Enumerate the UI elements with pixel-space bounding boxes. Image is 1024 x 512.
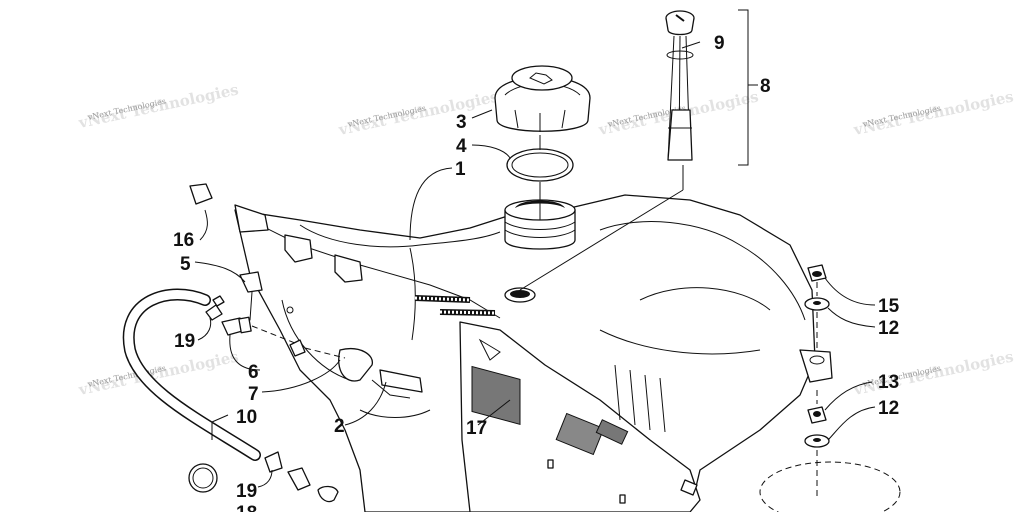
callout-12: 12 [878,318,899,339]
callout-6: 6 [248,362,259,383]
watermark: vNext Technologies vNext Technologies [851,347,1015,399]
lower-fittings [188,451,339,503]
watermark: vNext Technologies vNext Technologies [851,87,1015,139]
callout-4: 4 [456,136,467,157]
callout-7: 7 [248,384,259,405]
cap-gasket [506,148,574,182]
stud [414,295,471,303]
callout-1: 1 [455,159,466,180]
clamp-upper [205,295,225,321]
callout-2: 2 [334,416,345,437]
hardware-lower [759,390,901,512]
fuel-tank [234,194,833,512]
fuel-cap [494,65,591,132]
fuel-gauge-sender [519,10,695,291]
callouts: 1 2 3 4 5 6 7 8 9 10 12 12 13 15 16 17 1… [173,33,900,512]
callout-15: 15 [878,296,900,317]
callout-16: 16 [173,230,194,251]
callout-13: 13 [878,372,899,393]
hose-clamp [239,271,263,323]
stud [439,309,496,316]
watermark: vNext Technologies vNext Technologies [336,87,500,139]
fuel-hose [122,288,261,461]
callout-18: 18 [236,503,257,512]
callout-8: 8 [760,76,771,97]
callout-9: 9 [714,33,725,54]
callout-17: 17 [466,418,487,439]
fuel-filter [289,339,423,399]
leader-lines [194,41,876,488]
callout-10: 10 [236,407,257,428]
callout-5: 5 [180,254,191,275]
callout-3: 3 [456,112,467,133]
decal-area [471,365,629,456]
callout-19: 19 [174,331,195,352]
sender-port [504,287,536,303]
watermark: vNext Technologies vNext Technologies [76,80,240,132]
callout-12-lower: 12 [878,398,899,419]
shutoff-valve [221,316,301,346]
bracket-clip [189,183,213,205]
hardware-upper [804,264,830,348]
callout-19-lower: 19 [236,481,257,502]
